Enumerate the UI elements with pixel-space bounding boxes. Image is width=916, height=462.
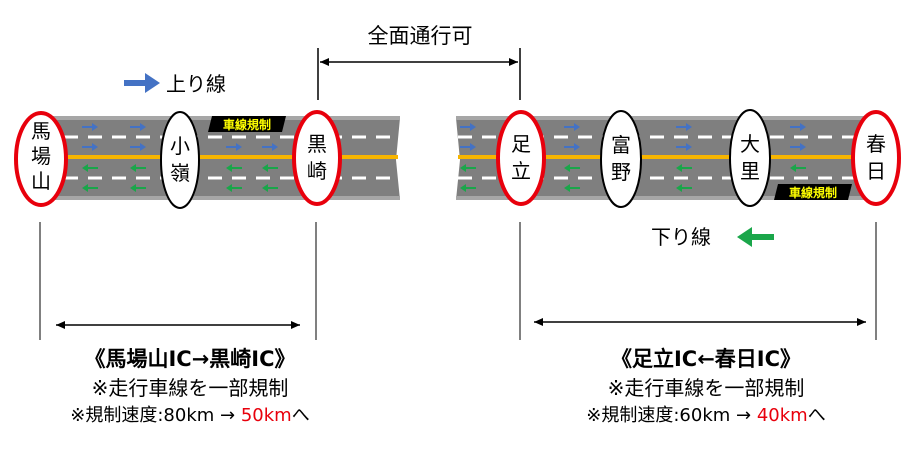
- right-down-lane-arrow: [676, 164, 692, 172]
- left-road-edge-bottom: [40, 196, 400, 200]
- left-section-note: ※走行車線を一部規制: [91, 376, 289, 400]
- left-section-speed: ※規制速度:80km → 50kmへ: [30, 402, 350, 430]
- left-up-lane-arrow: [82, 143, 98, 151]
- right-up-lane-arrow: [564, 123, 580, 131]
- up-direction: 上り線: [124, 72, 226, 96]
- right-up-lane-arrow: [564, 143, 580, 151]
- left-up-lane-arrow: [130, 123, 146, 131]
- left-speed-suffix: へ: [291, 405, 310, 426]
- left-restriction-tag: 車線規制: [208, 116, 286, 132]
- left-down-lane-arrow: [82, 164, 98, 172]
- up-direction-label: 上り線: [166, 72, 226, 96]
- ic-adachi: 足 立: [496, 110, 546, 206]
- ic-bambayama-char-2: 場: [31, 144, 51, 168]
- right-down-lane-arrow: [460, 184, 476, 192]
- left-down-lane-arrow: [130, 164, 146, 172]
- left-up-lane-arrow: [226, 143, 242, 151]
- left-speed-prefix: ※規制速度:80km →: [70, 405, 241, 426]
- right-road-edge-top: [456, 116, 878, 120]
- down-direction-label: 下り線: [651, 225, 711, 249]
- down-arrow-icon: [737, 227, 774, 247]
- right-speed-suffix: へ: [807, 405, 826, 426]
- ic-tomino-char-2: 野: [611, 160, 631, 184]
- left-up-lane-arrow: [130, 143, 146, 151]
- right-up-lane-arrow: [790, 143, 806, 151]
- ic-bambayama-char-3: 山: [31, 169, 51, 193]
- ic-ozato-char-2: 里: [740, 159, 760, 183]
- right-up-lane-arrow: [676, 143, 692, 151]
- left-speed-new: 50km: [240, 405, 292, 426]
- right-speed-prefix: ※規制速度:60km →: [586, 405, 757, 426]
- right-road-edge-bottom: [456, 196, 878, 200]
- right-lane-arrows: [460, 123, 806, 192]
- left-down-lane-arrow: [262, 184, 278, 192]
- right-section-caption: 《足立IC←春日IC》 ※走行車線を一部規制 ※規制速度:60km → 40km…: [546, 344, 866, 430]
- ic-bambayama: 馬 場 山: [14, 111, 68, 207]
- left-down-lane-arrow: [262, 164, 278, 172]
- ic-kasuga-char-1: 春: [866, 132, 886, 156]
- right-road: 車線規制: [456, 116, 878, 200]
- right-section-speed: ※規制速度:60km → 40kmへ: [546, 402, 866, 430]
- ic-bambayama-char-1: 馬: [31, 119, 51, 143]
- ic-kasuga-char-2: 日: [866, 159, 886, 183]
- left-down-lane-arrow: [82, 184, 98, 192]
- right-down-lane-arrow: [790, 164, 806, 172]
- right-section-title: 《足立IC←春日IC》: [610, 347, 802, 371]
- right-down-lane-arrow: [676, 184, 692, 192]
- left-section-title: 《馬場山IC→黒崎IC》: [84, 347, 296, 371]
- right-down-lane-arrow: [460, 164, 476, 172]
- left-restriction-tag-text: 車線規制: [223, 117, 271, 132]
- top-label: 全面通行可: [368, 24, 473, 48]
- ic-tomino-char-1: 富: [611, 133, 631, 157]
- ic-tomino: 富 野: [600, 110, 642, 208]
- right-up-lane-arrow: [460, 123, 476, 131]
- right-up-lane-arrow: [676, 123, 692, 131]
- left-road: 車線規制: [40, 116, 400, 200]
- ic-kurosaki-char-2: 崎: [307, 159, 327, 183]
- ic-kogane-char-2: 嶺: [170, 161, 190, 185]
- ic-ozato: 大 里: [729, 109, 771, 207]
- left-up-lane-arrow: [82, 123, 98, 131]
- ic-kasuga: 春 日: [851, 110, 901, 206]
- left-down-lane-arrow: [130, 184, 146, 192]
- right-speed-new: 40km: [756, 405, 808, 426]
- ic-ozato-char-1: 大: [740, 132, 760, 156]
- left-up-lane-arrow: [262, 143, 278, 151]
- ic-kogane-char-1: 小: [170, 134, 190, 158]
- ic-kurosaki: 黒 崎: [292, 110, 342, 206]
- left-section-caption: 《馬場山IC→黒崎IC》 ※走行車線を一部規制 ※規制速度:80km → 50k…: [30, 344, 350, 430]
- right-restriction-tag-text: 車線規制: [789, 185, 837, 200]
- left-lane-arrows: [82, 123, 278, 192]
- left-down-lane-arrow: [226, 184, 242, 192]
- right-restriction-tag: 車線規制: [774, 184, 852, 200]
- right-up-lane-arrow: [790, 123, 806, 131]
- left-down-lane-arrow: [226, 164, 242, 172]
- right-down-lane-arrow: [564, 184, 580, 192]
- ic-adachi-char-2: 立: [511, 159, 531, 183]
- ic-adachi-char-1: 足: [511, 132, 531, 156]
- down-direction: 下り線: [651, 225, 774, 249]
- right-down-lane-arrow: [564, 164, 580, 172]
- up-arrow-icon: [124, 73, 160, 93]
- ic-kurosaki-char-1: 黒: [307, 132, 327, 156]
- ic-kogane: 小 嶺: [160, 111, 200, 209]
- right-section-note: ※走行車線を一部規制: [607, 376, 805, 400]
- right-up-lane-arrow: [460, 143, 476, 151]
